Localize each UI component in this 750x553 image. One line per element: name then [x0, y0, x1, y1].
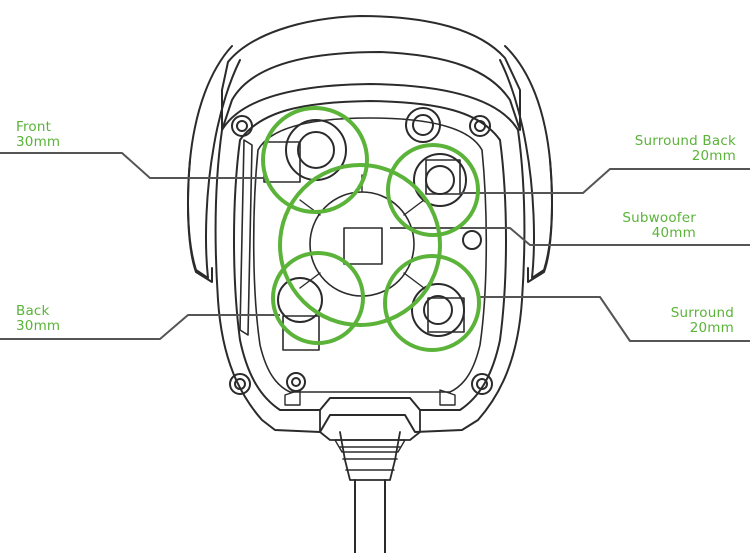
label-subwoofer-name: Subwoofer: [622, 210, 696, 226]
label-surround-back-size: 20mm: [691, 148, 736, 164]
label-front-name: Front: [16, 119, 52, 135]
leader-back: [0, 314, 280, 340]
label-surround-size: 20mm: [689, 320, 734, 336]
label-front: Front 30mm: [16, 120, 60, 150]
ring-front: [261, 106, 369, 214]
label-surround-name: Surround: [670, 305, 734, 321]
driver-small-top: [405, 107, 441, 143]
screw-bottom-right: [471, 373, 493, 395]
leader-subwoofer: [390, 227, 750, 246]
cable-strain-relief: [339, 431, 401, 481]
screw-bottom-center: [286, 372, 306, 392]
label-surround: Surround 20mm: [671, 306, 734, 336]
cable: [354, 479, 386, 553]
screw-top-left: [231, 115, 253, 137]
ring-surround: [383, 254, 481, 352]
earcup-top-band: [221, 15, 521, 131]
label-front-size: 30mm: [16, 134, 61, 150]
screw-bottom-left: [229, 373, 251, 395]
label-back-name: Back: [16, 303, 50, 319]
leader-surround: [480, 296, 750, 342]
screw-top-right: [469, 115, 491, 137]
label-subwoofer-size: 40mm: [651, 225, 696, 241]
earcup-shell-right: [499, 45, 553, 279]
label-back-size: 30mm: [16, 318, 61, 334]
label-back: Back 30mm: [16, 304, 60, 334]
ring-surround-back: [386, 143, 480, 237]
label-surround-back: Surround Back 20mm: [635, 134, 736, 164]
label-subwoofer: Subwoofer 40mm: [622, 211, 696, 241]
ring-back: [271, 251, 365, 345]
ring-subwoofer: [278, 163, 442, 327]
earcup-shell-left: [187, 45, 241, 279]
label-surround-back-name: Surround Back: [634, 133, 736, 149]
earcup-body: [214, 83, 526, 433]
leader-front: [0, 152, 265, 179]
leader-surround-back: [460, 168, 750, 194]
